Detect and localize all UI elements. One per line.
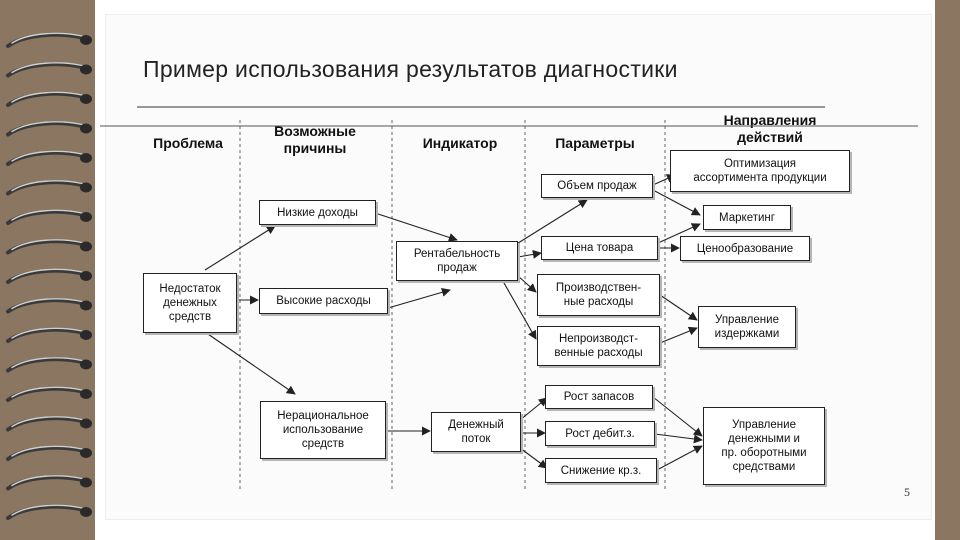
spiral-ring [6,475,92,491]
page-number: 5 [904,485,910,499]
spiral-ring [6,209,92,225]
arrow-receivables-to-capital-mgmt [654,433,703,444]
spiral-binding-icon [6,32,92,520]
box-profitability: Рентабельность продаж [396,241,518,281]
box-product-price: Цена товара [541,236,658,260]
spiral-ring [6,386,92,402]
spiral-ring [6,268,92,284]
box-marketing: Маркетинг [703,205,791,230]
spiral-ring [6,32,92,48]
arrow-cash-flow-to-inventory [519,397,548,421]
spiral-ring [6,504,92,520]
arrow-payables-to-capital-mgmt [656,445,703,471]
box-cash-shortage: Недостаток денежных средств [143,273,237,333]
spiral-ring [6,416,92,432]
arrow-inventory-to-capital-mgmt [652,396,703,437]
box-cost-management: Управление издержками [698,306,796,348]
arrow-low-income-to-profitability [374,212,458,242]
spiral-ring [6,327,92,343]
box-production-costs: Производствен- ные расходы [537,274,660,316]
column-header-indicator: Индикатор [422,135,498,151]
arrow-profitability-to-price [517,249,542,259]
box-high-expenses: Высокие расходы [259,288,388,314]
arrow-cash-flow-to-payables [519,447,548,469]
arrow-profitability-to-sales-volume [514,199,588,246]
spiral-ring [6,239,92,255]
box-sales-volume: Объем продаж [541,174,653,198]
box-assortment-optimization: Оптимизация ассортимента продукции [670,150,850,192]
spiral-ring [6,180,92,196]
arrow-sales-volume-to-marketing [652,189,701,216]
box-irrational-use: Нерациональное использование средств [260,401,386,459]
arrow-profitability-to-production-costs [517,275,537,293]
box-working-capital-management: Управление денежными и пр. оборотными ср… [703,407,825,485]
box-pricing: Ценообразование [680,236,810,261]
column-header-actions: Направления действий [723,112,817,145]
arrow-production-costs-to-cost-mgmt [659,294,698,321]
spiral-ring [6,445,92,461]
box-cash-flow: Денежный поток [431,412,521,452]
slide-page [95,0,935,540]
arrow-nonproduction-costs-to-cost-mgmt [659,326,698,344]
spiral-ring [6,62,92,78]
column-header-problem: Проблема [153,135,223,151]
arrow-high-expenses-to-profitability [387,287,451,309]
column-header-causes: Возможные причины [274,123,356,156]
box-inventory-growth: Рост запасов [545,385,653,409]
box-nonproduction-costs: Непроизводст- венные расходы [537,326,660,366]
column-header-parameters: Параметры [555,135,635,151]
box-low-income: Низкие доходы [259,200,376,225]
slide-title: Пример использования результатов диагнос… [143,56,678,82]
spiral-ring [6,357,92,373]
box-receivables-growth: Рост дебит.з. [545,421,655,446]
spiral-ring [6,121,92,137]
spiral-ring [6,150,92,166]
arrow-profitability-to-nonproduction-costs [499,275,537,340]
arrow-cash-to-irrational-use [204,331,296,395]
spiral-ring [6,91,92,107]
arrow-price-to-marketing [657,223,701,244]
arrow-cash-to-low-income [204,225,276,271]
spiral-ring [6,298,92,314]
box-payables-decrease: Снижение кр.з. [545,458,657,483]
